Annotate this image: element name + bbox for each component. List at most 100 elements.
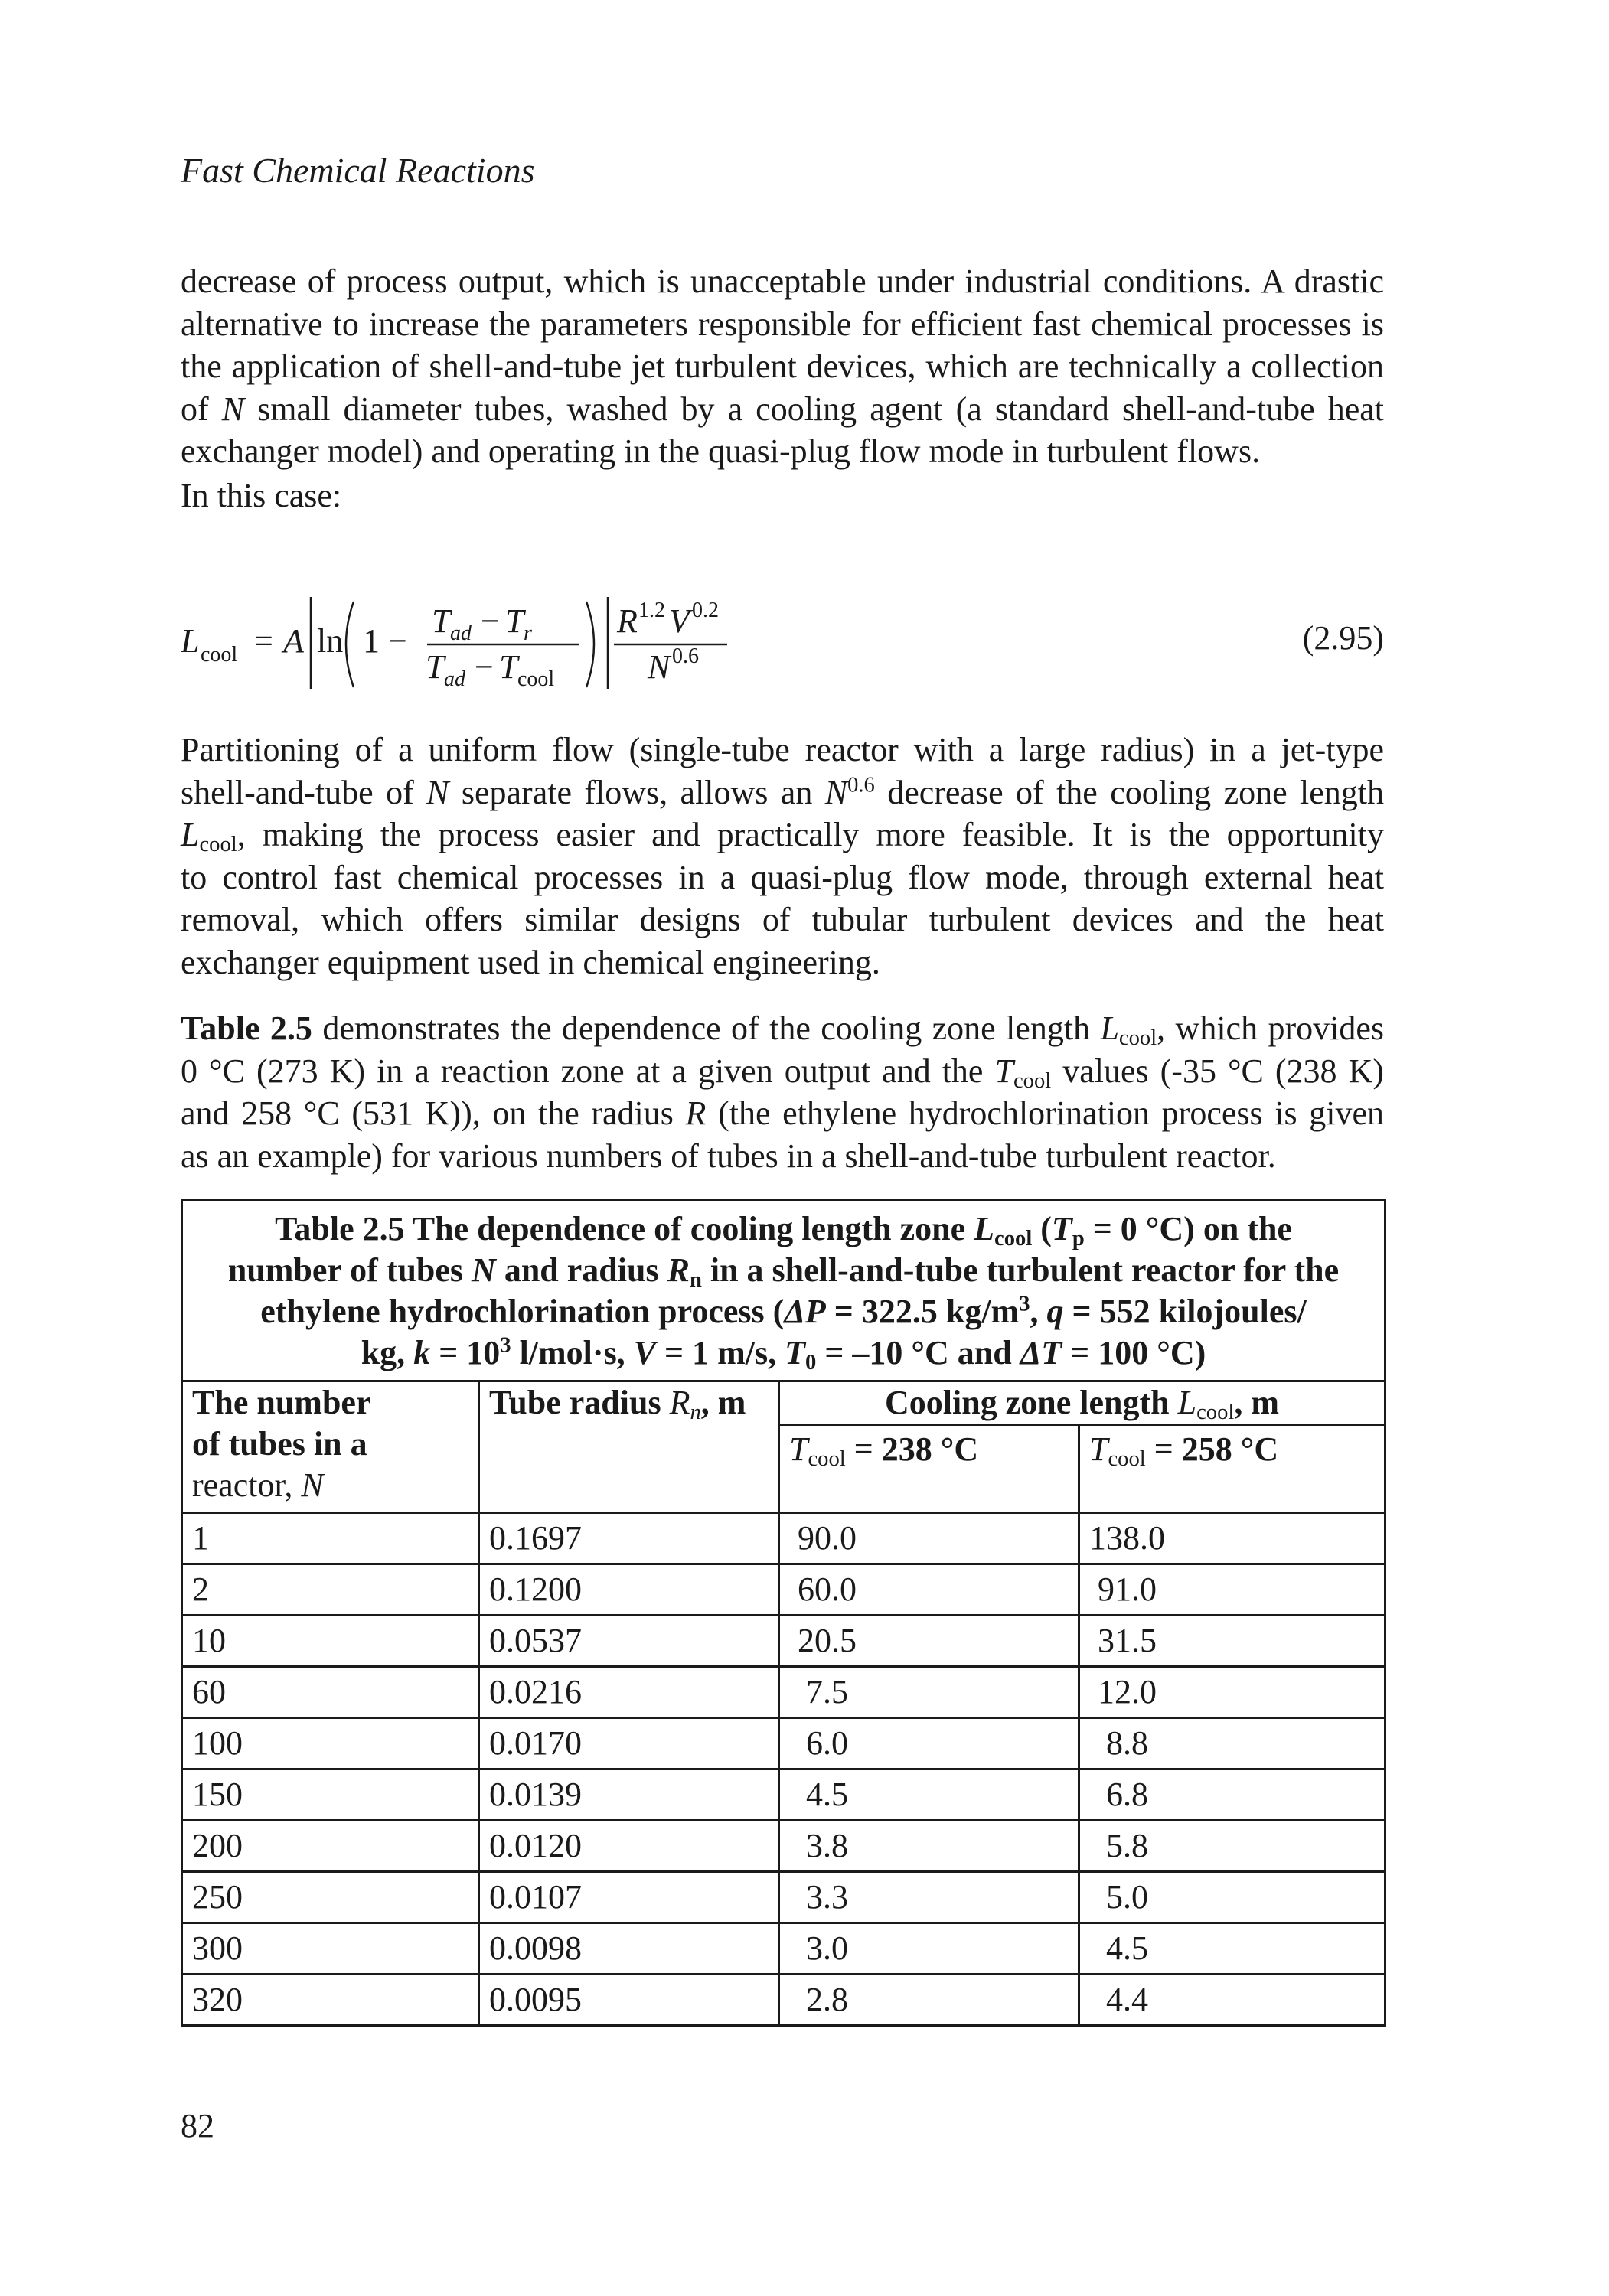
paragraph-line: shell-and-tube of N separate flows, allo… (181, 772, 1384, 811)
equation-formula: L cool = A ln 1 − T ad − T r T ad − T co… (181, 597, 727, 691)
paragraph-line: Lcool, making the process easier and pra… (181, 816, 1384, 857)
cell-length-258: 91.0 (1078, 1563, 1386, 1616)
cell-length-238: 2.8 (778, 1973, 1080, 2027)
eq-num-sub2: r (524, 621, 532, 645)
cell-tube-radius: 0.1200 (478, 1563, 780, 1616)
cell-tube-count: 320 (181, 1973, 480, 2027)
cell-tube-count: 150 (181, 1768, 480, 1821)
paragraph-3: Partitioning of a uniform flow (single-t… (181, 729, 1384, 983)
paragraph-line: exchanger model) and operating in the qu… (181, 432, 1261, 470)
cell-length-238: 4.5 (778, 1768, 1080, 1821)
equation-2-95: L cool = A ln 1 − T ad − T r T ad − T co… (181, 582, 1384, 696)
paragraph-2: In this case: (181, 475, 1384, 517)
cell-length-238: 3.0 (778, 1922, 1080, 1975)
eq-paren-left (344, 601, 355, 688)
cell-length-258: 138.0 (1078, 1512, 1386, 1565)
cell-tube-radius: 0.0098 (478, 1922, 780, 1975)
cell-length-258: 6.8 (1078, 1768, 1386, 1821)
paragraph-line: exchanger equipment used in chemical eng… (181, 943, 880, 981)
cell-tube-count: 1 (181, 1512, 480, 1565)
eq-den-t2: T (499, 648, 521, 686)
cell-length-258: 5.0 (1078, 1870, 1386, 1924)
cell-tube-radius: 0.0139 (478, 1768, 780, 1821)
cell-tube-count: 300 (181, 1922, 480, 1975)
table-reference: Table 2.5 (181, 1009, 312, 1047)
cell-tube-count: 60 (181, 1665, 480, 1719)
eq-frac2-r: R (616, 602, 638, 640)
cell-tube-radius: 0.0170 (478, 1717, 780, 1770)
cell-length-258: 8.8 (1078, 1717, 1386, 1770)
cell-tube-radius: 0.0120 (478, 1819, 780, 1873)
cell-length-238: 3.3 (778, 1870, 1080, 1924)
paragraph-line: and 258 °C (531 K)), on the radius R (th… (181, 1094, 1384, 1132)
cell-tube-radius: 0.0095 (478, 1973, 780, 2027)
header-cooling-zone-length: Cooling zone length Lcool, m (778, 1380, 1386, 1426)
paragraph-line: to control fast chemical processes in a … (181, 858, 1384, 896)
eq-one-minus: 1 − (363, 622, 407, 660)
eq-equals: = (254, 622, 273, 660)
eq-num-t: T (432, 602, 453, 640)
paragraph-line: alternative to increase the parameters r… (181, 305, 1384, 343)
cell-tube-count: 100 (181, 1717, 480, 1770)
cell-length-258: 31.5 (1078, 1614, 1386, 1668)
eq-frac2-n: N (647, 648, 672, 686)
cell-tube-count: 200 (181, 1819, 480, 1873)
cell-length-238: 7.5 (778, 1665, 1080, 1719)
cell-tube-count: 2 (181, 1563, 480, 1616)
cell-tube-radius: 0.0107 (478, 1870, 780, 1924)
cell-tube-radius: 0.0216 (478, 1665, 780, 1719)
eq-frac2-n-exp: 0.6 (672, 644, 699, 668)
table-caption: Table 2.5 The dependence of cooling leng… (181, 1199, 1386, 1382)
paragraph-line: Partitioning of a uniform flow (single-t… (181, 731, 1384, 768)
paragraph-line: Table 2.5 demonstrates the dependence of… (181, 1009, 1384, 1051)
header-tcool-238: Tcool = 238 °C (778, 1424, 1080, 1514)
eq-den-t: T (426, 648, 447, 686)
header-number-of-tubes: The number of tubes in a reactor, N (181, 1380, 480, 1514)
running-header: Fast Chemical Reactions (181, 151, 535, 190)
header-tcool-258: Tcool = 258 °C (1078, 1424, 1386, 1514)
eq-num-t2: T (505, 602, 527, 640)
paragraph-line: as an example) for various numbers of tu… (181, 1137, 1276, 1175)
eq-paren-right (585, 601, 596, 688)
eq-frac2-v-exp: 0.2 (692, 598, 719, 622)
paragraph-line: removal, which offers similar designs of… (181, 901, 1384, 938)
paragraph-line: the application of shell-and-tube jet tu… (181, 347, 1384, 385)
data-table: Table 2.5 The dependence of cooling leng… (181, 1199, 1386, 2027)
cell-tube-count: 250 (181, 1870, 480, 1924)
header-tube-radius: Tube radius Rn, m (478, 1380, 780, 1514)
cell-length-238: 60.0 (778, 1563, 1080, 1616)
paragraph-line: In this case: (181, 477, 342, 514)
eq-num-minus: − (481, 602, 500, 640)
eq-den-sub2: cool (517, 667, 554, 691)
cell-length-258: 4.5 (1078, 1922, 1386, 1975)
cell-length-258: 5.8 (1078, 1819, 1386, 1873)
eq-den-sub1: ad (444, 667, 466, 691)
paragraph-1: decrease of process output, which is una… (181, 260, 1384, 473)
page-number: 82 (181, 2107, 214, 2144)
cell-length-238: 20.5 (778, 1614, 1080, 1668)
cell-tube-radius: 0.0537 (478, 1614, 780, 1668)
cell-length-258: 4.4 (1078, 1973, 1386, 2027)
eq-frac2-v: V (669, 602, 694, 640)
eq-lhs-symbol: L (181, 622, 199, 660)
cell-tube-count: 10 (181, 1614, 480, 1668)
paragraph-line: 0 °C (273 K) in a reaction zone at a giv… (181, 1052, 1385, 1093)
eq-ln: ln (317, 622, 343, 660)
paragraph-line: decrease of process output, which is una… (181, 263, 1384, 300)
eq-coef: A (281, 622, 305, 660)
paragraph-line: of N small diameter tubes, washed by a c… (181, 390, 1385, 428)
paragraph-4: Table 2.5 demonstrates the dependence of… (181, 1007, 1384, 1177)
equation-number: (2.95) (1302, 619, 1384, 657)
